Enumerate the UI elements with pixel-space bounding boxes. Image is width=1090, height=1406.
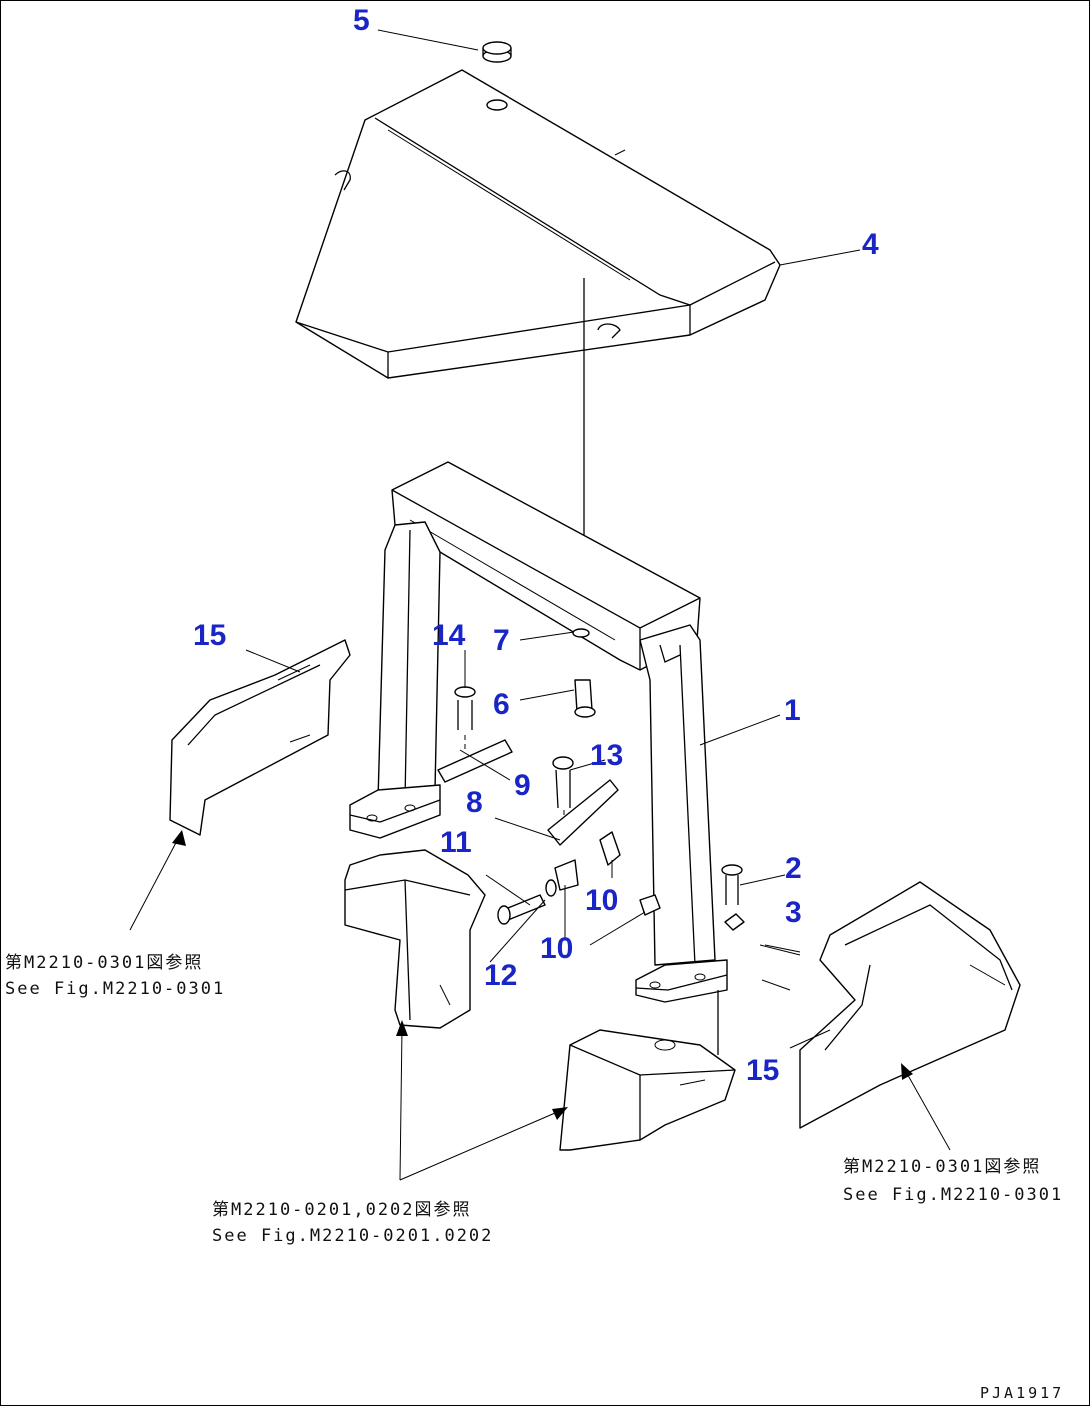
note-left-en: See Fig.M2210-0301 [5, 979, 225, 999]
frame [349, 461, 728, 1055]
note-right-jp: 第M2210-0301図参照 [843, 1157, 1041, 1177]
callout-10-lower: 10 [540, 932, 573, 965]
callout-14: 14 [432, 619, 466, 652]
callout-13: 13 [590, 739, 623, 772]
callout-9: 9 [514, 769, 531, 802]
drawing-code: PJA1917 [980, 1384, 1064, 1402]
callout-7: 7 [493, 624, 510, 657]
callout-1: 1 [784, 694, 801, 727]
canopy-cover [295, 69, 781, 379]
callout-8: 8 [466, 786, 483, 819]
mount-bracket-bottom [559, 1029, 736, 1151]
callout-4: 4 [862, 228, 879, 261]
note-bottom-en: See Fig.M2210-0201.0202 [212, 1226, 493, 1246]
callout-15-left: 15 [193, 619, 226, 652]
callout-11: 11 [440, 826, 472, 859]
side-cover-right [759, 881, 1021, 1129]
callout-15-right: 15 [746, 1054, 779, 1087]
note-bottom-jp: 第M2210-0201,0202図参照 [212, 1200, 472, 1220]
callout-3: 3 [785, 896, 802, 929]
note-left-jp: 第M2210-0301図参照 [5, 953, 203, 973]
callout-10-upper: 10 [585, 884, 618, 917]
note-right-en: See Fig.M2210-0301 [843, 1185, 1063, 1205]
cap [482, 41, 512, 111]
callout-6: 6 [493, 688, 510, 721]
reference-notes: 第M2210-0301図参照 See Fig.M2210-0301 第M2210… [5, 953, 1063, 1246]
mount-bracket-left [344, 849, 486, 1029]
leader-lines [129, 29, 951, 1181]
side-cover-left [169, 639, 351, 836]
callouts: 5 4 1 2 3 7 6 14 13 9 8 11 10 10 12 15 1… [193, 4, 879, 1087]
hardware [437, 628, 745, 931]
callout-2: 2 [785, 852, 802, 885]
callout-5: 5 [353, 4, 370, 37]
callout-12: 12 [484, 959, 517, 992]
